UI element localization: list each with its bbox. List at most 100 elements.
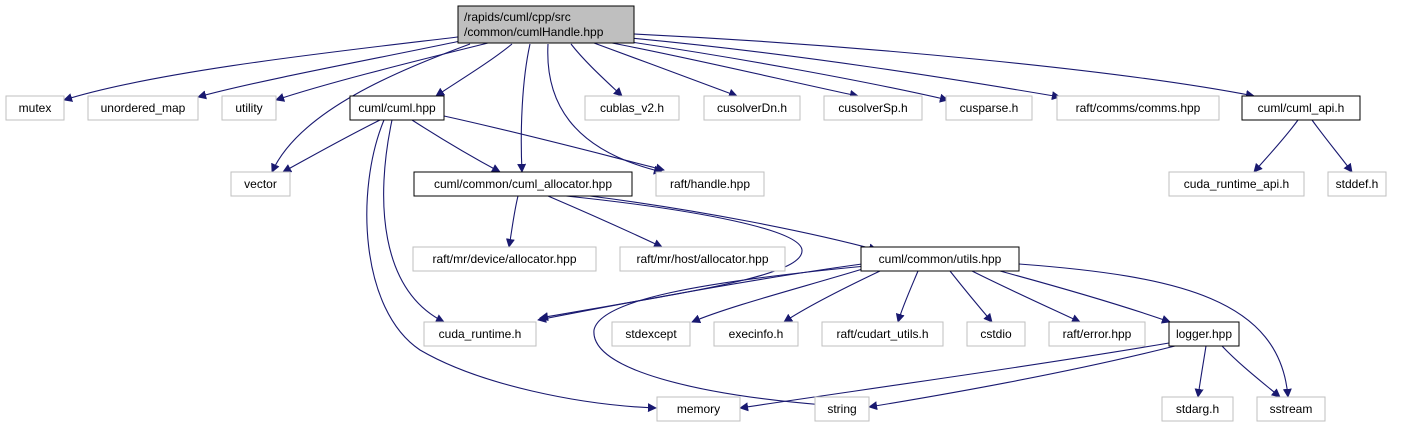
edge-root-to-cuml_api <box>633 33 1255 99</box>
edge-root-to-mutex <box>63 35 467 102</box>
node-cublas[interactable]: cublas_v2.h <box>584 95 680 121</box>
node-label: execinfo.h <box>729 327 784 341</box>
node-label: string <box>827 402 856 416</box>
node-host_alloc[interactable]: raft/mr/host/allocator.hpp <box>619 246 786 272</box>
edge-cuml_hpp-to-cuda_runtime <box>383 119 445 323</box>
edge-utils-to-stdexcept <box>691 267 867 324</box>
node-label: memory <box>677 402 720 416</box>
node-string[interactable]: string <box>814 396 870 422</box>
edge-logger-to-stdarg <box>1194 345 1207 398</box>
node-cuda_runtime_api[interactable]: cuda_runtime_api.h <box>1168 171 1305 197</box>
node-label: raft/mr/device/allocator.hpp <box>432 252 576 266</box>
node-vector[interactable]: vector <box>230 171 291 197</box>
node-box <box>823 95 923 121</box>
node-label: mutex <box>19 101 52 115</box>
node-box <box>945 95 1033 121</box>
node-label: cuda_runtime.h <box>439 327 522 341</box>
node-box <box>584 95 680 121</box>
node-cusolverDn[interactable]: cusolverDn.h <box>703 95 801 121</box>
edge-cuml_allocator-to-utils <box>589 195 878 253</box>
edge-root-to-raft_handle <box>547 43 663 175</box>
edge-cuml_api-to-cuda_runtime_api <box>1253 119 1299 173</box>
node-label: unordered_map <box>101 101 186 115</box>
node-box <box>87 95 199 121</box>
node-box <box>230 171 291 197</box>
node-label: raft/comms/comms.hpp <box>1076 101 1201 115</box>
edge-utils-to-string <box>593 265 867 409</box>
node-utility[interactable]: utility <box>221 95 277 121</box>
node-label: raft/handle.hpp <box>670 177 750 191</box>
node-label: vector <box>244 177 277 191</box>
node-label: sstream <box>1270 402 1313 416</box>
node-cstdio[interactable]: cstdio <box>966 321 1026 347</box>
node-label: cusolverSp.h <box>838 101 907 115</box>
node-stddef[interactable]: stddef.h <box>1327 171 1387 197</box>
node-cusparse[interactable]: cusparse.h <box>945 95 1033 121</box>
node-box <box>713 321 799 347</box>
node-label: /common/cumlHandle.hpp <box>464 25 604 39</box>
node-label: cuml/common/cuml_allocator.hpp <box>434 177 612 191</box>
node-memory[interactable]: memory <box>656 396 741 422</box>
node-cuda_runtime[interactable]: cuda_runtime.h <box>423 321 537 347</box>
node-label: cstdio <box>980 327 1012 341</box>
edge-layer <box>63 33 1353 413</box>
node-box <box>1256 396 1326 422</box>
edge-root-to-comms <box>629 37 1061 101</box>
node-mutex[interactable]: mutex <box>5 95 65 121</box>
node-cuml_hpp[interactable]: cuml/cuml.hpp <box>349 95 445 121</box>
node-box <box>349 95 445 121</box>
node-cudart_utils[interactable]: raft/cudart_utils.h <box>821 321 944 347</box>
node-cusolverSp[interactable]: cusolverSp.h <box>823 95 923 121</box>
node-execinfo[interactable]: execinfo.h <box>713 321 799 347</box>
edge-utils-to-execinfo <box>783 270 881 323</box>
node-cuml_allocator[interactable]: cuml/common/cuml_allocator.hpp <box>413 171 633 197</box>
node-label: cusparse.h <box>960 101 1019 115</box>
node-utils[interactable]: cuml/common/utils.hpp <box>860 246 1020 272</box>
node-unordered_map[interactable]: unordered_map <box>87 95 199 121</box>
node-sstream[interactable]: sstream <box>1256 396 1326 422</box>
edge-cuml_hpp-to-raft_handle <box>443 115 665 173</box>
node-box <box>1056 95 1220 121</box>
node-stdarg[interactable]: stdarg.h <box>1161 396 1234 422</box>
node-root[interactable]: /rapids/cuml/cpp/src/common/cumlHandle.h… <box>457 5 635 44</box>
node-box <box>703 95 801 121</box>
node-box <box>1168 321 1240 347</box>
node-box <box>1161 396 1234 422</box>
edge-logger-to-string <box>868 345 1176 411</box>
edge-utils-to-cuda_runtime <box>537 263 863 323</box>
edge-root-to-cusparse <box>623 40 949 103</box>
edge-utils-to-sstream <box>1018 263 1292 398</box>
node-box <box>821 321 944 347</box>
edge-cuml_hpp-to-vector <box>282 119 381 173</box>
node-cuml_api[interactable]: cuml/cuml_api.h <box>1241 95 1361 121</box>
node-raft_handle[interactable]: raft/handle.hpp <box>655 171 765 197</box>
node-box <box>5 95 65 121</box>
edge-logger-to-sstream <box>1221 345 1281 398</box>
node-label: cublas_v2.h <box>600 101 664 115</box>
node-box <box>656 396 741 422</box>
node-box <box>412 246 597 272</box>
node-box <box>655 171 765 197</box>
node-logger[interactable]: logger.hpp <box>1168 321 1240 347</box>
edge-utils-to-logger <box>999 270 1171 324</box>
node-label: raft/mr/host/allocator.hpp <box>636 252 768 266</box>
node-label: stdexcept <box>625 327 677 341</box>
node-box <box>413 171 633 197</box>
node-label: cusolverDn.h <box>717 101 787 115</box>
node-stdexcept[interactable]: stdexcept <box>611 321 691 347</box>
node-label: cuda_runtime_api.h <box>1184 177 1289 191</box>
edge-root-to-cublas <box>570 43 623 97</box>
node-label: utility <box>235 101 262 115</box>
node-dev_alloc[interactable]: raft/mr/device/allocator.hpp <box>412 246 597 272</box>
edge-logger-to-memory <box>739 342 1170 412</box>
node-box <box>457 5 635 44</box>
edge-root-to-vector <box>271 43 471 173</box>
node-box <box>966 321 1026 347</box>
node-raft_error[interactable]: raft/error.hpp <box>1048 321 1146 347</box>
node-label: cuml/cuml.hpp <box>358 101 436 115</box>
node-box <box>221 95 277 121</box>
node-box <box>1241 95 1361 121</box>
node-comms[interactable]: raft/comms/comms.hpp <box>1056 95 1220 121</box>
node-box <box>1327 171 1387 197</box>
